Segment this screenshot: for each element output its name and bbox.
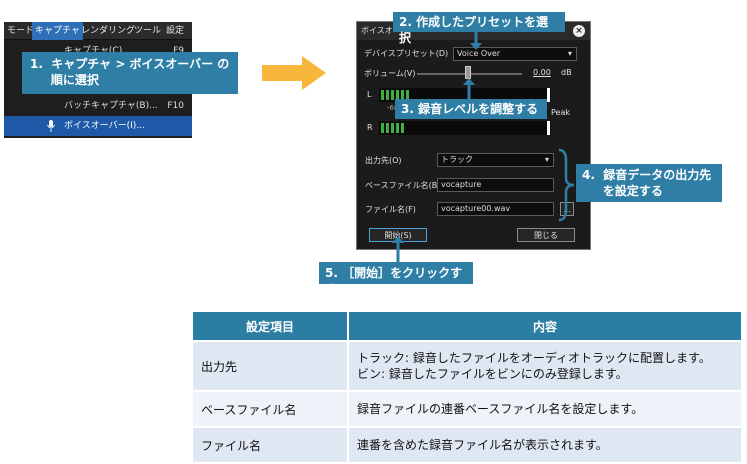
callout-step-2: 2. 作成したプリセットを選択 bbox=[393, 12, 565, 45]
output-label: 出力先(O) bbox=[365, 156, 402, 165]
table-cell-item: 出力先 bbox=[193, 342, 347, 390]
preset-select[interactable]: Voice Over ▾ bbox=[453, 47, 577, 61]
menu-item-batch-capture[interactable]: バッチキャプチャ(B)... F10 bbox=[64, 101, 184, 111]
peak-label: Peak bbox=[551, 108, 570, 117]
filename-input: vocapture00.wav bbox=[437, 202, 554, 216]
meter-right-label: R bbox=[367, 123, 373, 132]
bracket-icon bbox=[558, 148, 575, 222]
arrow-up-icon bbox=[463, 78, 475, 100]
menu-rendering[interactable]: レンダリング bbox=[81, 26, 136, 36]
table-header-content: 内容 bbox=[347, 312, 741, 340]
menu-item-voice-over[interactable]: ボイスオーバー(I)... bbox=[4, 116, 192, 136]
menu-bar: モード キャプチャ レンダリング ツール 設定 bbox=[4, 22, 192, 40]
volume-value[interactable]: 0.00 bbox=[533, 68, 551, 77]
table-cell-desc: 連番を含めた録音ファイル名が表示されます。 bbox=[347, 428, 741, 462]
table-cell-desc: 録音ファイルの連番ベースファイル名を設定します。 bbox=[347, 392, 741, 426]
level-meter-left bbox=[379, 88, 551, 102]
meter-tick: -60 bbox=[387, 104, 399, 112]
arrow-up-icon bbox=[392, 236, 404, 262]
filename-label: ファイル名(F) bbox=[365, 205, 416, 214]
table-cell-item: ファイル名 bbox=[193, 428, 347, 462]
table-row: ベースファイル名 録音ファイルの連番ベースファイル名を設定します。 bbox=[193, 392, 741, 426]
preset-label: デバイスプリセット(D) bbox=[364, 49, 449, 58]
microphone-icon bbox=[47, 120, 55, 132]
close-icon[interactable]: × bbox=[573, 25, 585, 37]
menu-tools[interactable]: ツール bbox=[134, 26, 162, 36]
chevron-down-icon: ▾ bbox=[567, 49, 572, 58]
table-cell-item: ベースファイル名 bbox=[193, 392, 347, 426]
voice-over-dialog: ボイスオーバー × デバイスプリセット(D) Voice Over ▾ ボリュー… bbox=[356, 21, 591, 250]
menu-capture[interactable]: キャプチャ bbox=[32, 22, 83, 40]
menu-mode[interactable]: モード bbox=[7, 26, 35, 36]
meter-left-label: L bbox=[367, 90, 372, 99]
right-arrow-icon bbox=[262, 56, 326, 90]
arrow-down-icon bbox=[470, 32, 482, 50]
chevron-down-icon: ▾ bbox=[544, 155, 549, 164]
volume-label: ボリューム(V) bbox=[364, 69, 416, 78]
table-row: 出力先 トラック: 録音したファイルをオーディオトラックに配置します。 ビン: … bbox=[193, 342, 741, 390]
menu-item-capture[interactable]: キャプチャ(C)... F9 bbox=[64, 46, 184, 56]
table-cell-desc: トラック: 録音したファイルをオーディオトラックに配置します。 ビン: 録音した… bbox=[347, 342, 741, 390]
menu-settings[interactable]: 設定 bbox=[166, 26, 185, 36]
close-button[interactable]: 閉じる bbox=[517, 228, 575, 242]
settings-table: 設定項目 内容 出力先 トラック: 録音したファイルをオーディオトラックに配置し… bbox=[193, 310, 741, 464]
level-meter-right bbox=[379, 121, 551, 135]
callout-step-4: 4. 録音データの出力先 を設定する bbox=[576, 164, 722, 202]
callout-step-3: 3. 録音レベルを調整する bbox=[395, 99, 547, 119]
table-header-item: 設定項目 bbox=[193, 312, 347, 340]
callout-step-1: 1. キャプチャ > ボイスオーバー の 順に選択 bbox=[22, 52, 238, 94]
output-select[interactable]: トラック ▾ bbox=[437, 153, 554, 167]
volume-unit: dB bbox=[561, 68, 572, 77]
callout-step-5: 5. ［開始］をクリックする bbox=[319, 262, 473, 296]
basename-label: ベースファイル名(B) bbox=[365, 181, 441, 190]
volume-slider-thumb[interactable] bbox=[465, 66, 471, 79]
table-row: ファイル名 連番を含めた録音ファイル名が表示されます。 bbox=[193, 428, 741, 462]
basename-input[interactable]: vocapture bbox=[437, 178, 554, 192]
